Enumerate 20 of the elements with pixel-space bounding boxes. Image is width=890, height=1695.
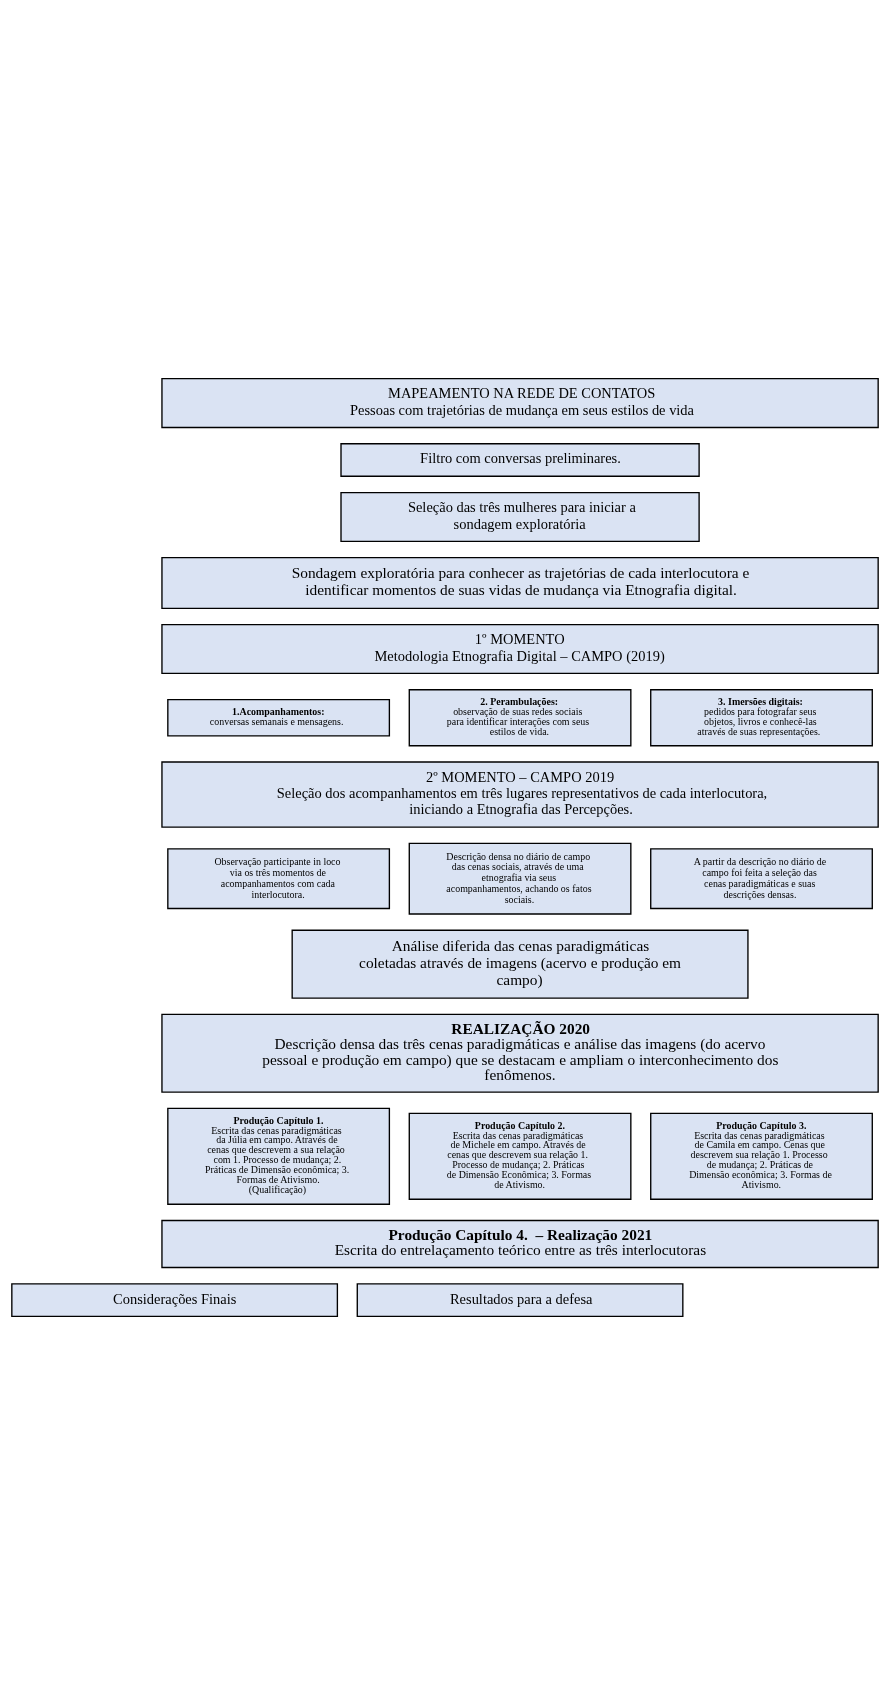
node-box: Sondagem exploratória para conhecer as trajetórias de cada interlocutora e identificar momentos de suas vidas de mudança via Etnografia digital. bbox=[161, 557, 879, 609]
node-box: Análise diferida das cenas paradigmáticas coletadas através de imagens (acervo e produção em campo) bbox=[291, 929, 749, 999]
node-box: Observação participante in loco via os três momentos de acompanhamentos com cada interlocutora. bbox=[167, 848, 391, 910]
node-box: 2. Perambulações: observação de suas redes sociais para identificar interações com seus estilos de vida. bbox=[408, 689, 632, 747]
node-box: Produção Capítulo 1. Escrita das cenas paradigmáticas da Júlia em campo. Através de cenas que descrevem a sua relação com 1. Processo de mudança; 2. Práticas de Dimensão econômica; 3. Formas de Ativismo. (Qualificação) bbox=[167, 1107, 391, 1205]
node-box: Seleção das três mulheres para iniciar a sondagem exploratória bbox=[340, 491, 700, 543]
node-box: 3. Imersões digitais: pedidos para fotografar seus objetos, livros e conhecê-las através de suas representações. bbox=[650, 689, 873, 747]
node-box: Descrição densa no diário de campo das cenas sociais, através de uma etnografia via seus acompanhamentos, achando os fatos sociais. bbox=[408, 842, 632, 915]
node-box: Produção Capítulo 3. Escrita das cenas paradigmáticas de Camila em campo. Cenas que descrevem sua relação 1. Processo de mudança; 2. Práticas de Dimensão econômica; 3. Formas de Ativismo. bbox=[650, 1112, 873, 1200]
node-box: 1º MOMENTO Metodologia Etnografia Digital – CAMPO (2019) bbox=[161, 623, 879, 675]
node-box: Filtro com conversas preliminares. bbox=[340, 443, 700, 477]
node-box: A partir da descrição no diário de campo foi feita a seleção das cenas paradigmáticas e suas descrições densas. bbox=[650, 848, 873, 910]
node-box: REALIZAÇÃO 2020 Descrição densa das três cenas paradigmáticas e análise das imagens (do acervo pessoal e produção em campo) que se destacam e ampliam o interconhecimento dos fenômenos. bbox=[161, 1013, 879, 1093]
node-box: Produção Capítulo 2. Escrita das cenas paradigmáticas de Michele em campo. Através de cenas que descrevem sua relação 1. Processo de mudança; 2. Práticas de Dimensão Econômica; 3. Formas de Ativismo. bbox=[408, 1112, 632, 1200]
node-box: Resultados para a defesa bbox=[356, 1283, 684, 1318]
node-box: 1.Acompanhamentos: conversas semanais e mensagens. bbox=[167, 698, 391, 737]
node-box: Considerações Finais bbox=[11, 1283, 339, 1318]
node-box: 2º MOMENTO – CAMPO 2019 Seleção dos acompanhamentos em três lugares representativos de cada interlocutora, iniciando a Etnografia das Percepções. bbox=[161, 761, 879, 828]
node-box: Produção Capítulo 4. – Realização 2021 Escrita do entrelaçamento teórico entre as três interlocutoras bbox=[161, 1219, 879, 1269]
node-box: MAPEAMENTO NA REDE DE CONTATOS Pessoas com trajetórias de mudança em seus estilos de vida bbox=[161, 377, 879, 429]
